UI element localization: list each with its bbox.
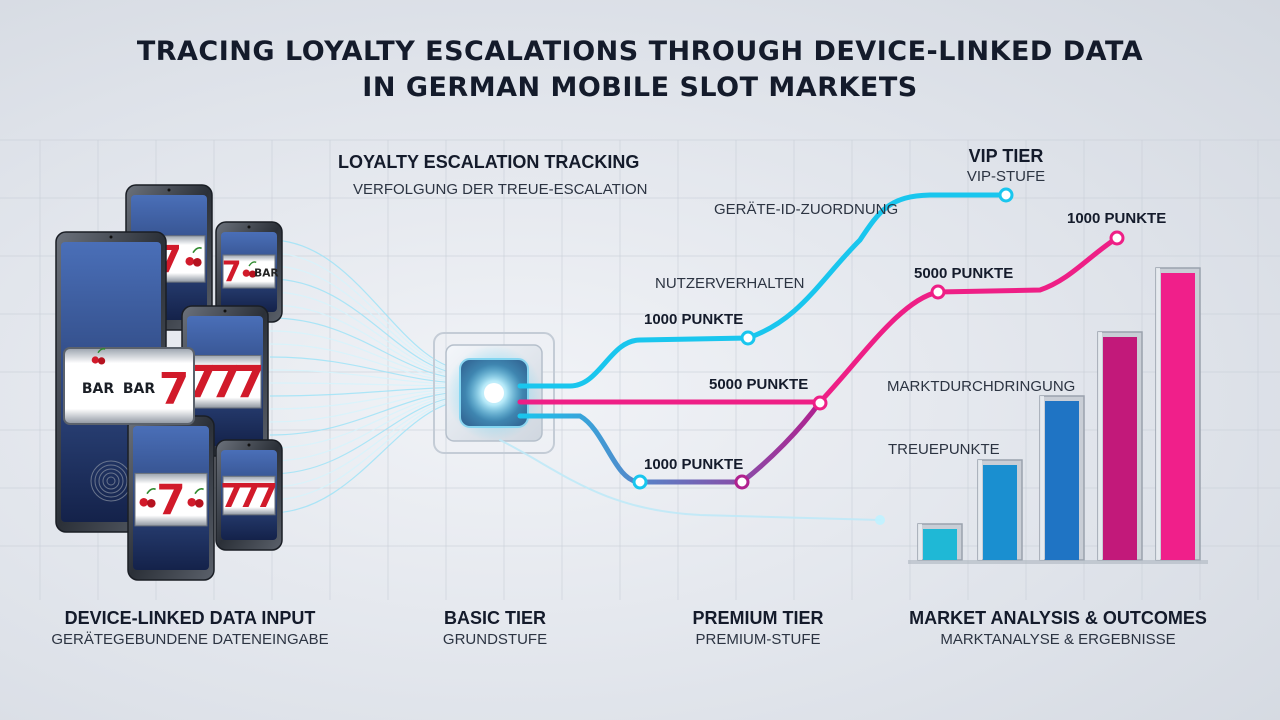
smartphone-icon: 7 BAR [222,254,278,289]
page-title-line-2: IN GERMAN MOBILE SLOT MARKETS [362,72,918,103]
smartphone-icon: 7 [134,472,208,527]
fiber-strand [269,252,471,373]
node-cyan-1000 [740,330,756,346]
seven-symbol: 7 [156,475,185,524]
label-lower-1000: 1000 PUNKTE [644,456,744,473]
phone-top-right: 7 BAR [215,221,283,323]
footer-premium-sub: PREMIUM-STUFE [695,631,821,648]
smartphone-icon [90,460,132,502]
vip-tier-subtitle: VIP-STUFE [966,168,1046,185]
footer-input-sub: GERÄTEGEBUNDENE DATENEINGABE [51,631,329,648]
fiber-strand [269,278,471,376]
market-bar [1039,395,1085,561]
fiber-strand [269,389,471,423]
seven-symbol: 7 [220,477,243,515]
market-bar-chart [908,267,1208,564]
fiber-strand [269,396,471,488]
center-header-title: LOYALTY ESCALATION TRACKING [338,152,640,172]
bar-symbol: BAR [254,267,278,279]
flow-lines [499,192,1120,525]
cherry-icon [91,348,106,365]
fiber-strand [269,395,471,475]
footer-input: DEVICE-LINKED DATA INPUT GERÄTEGEBUNDENE… [51,608,328,648]
market-bar [1097,331,1143,561]
node-vip [998,187,1014,203]
seven-symbol: 7 [255,477,278,515]
market-bar [917,523,963,561]
footer-basic: BASIC TIER GRUNDSTUFE [443,608,547,648]
node-magenta-1000-top [1109,230,1125,246]
processor-chip-icon [433,332,555,454]
node-lower-1000 [734,474,750,490]
node-magenta-5000-mid [812,395,828,411]
faint-flow-line [499,439,881,521]
footer-basic-sub: GRUNDSTUFE [442,631,548,648]
seven-symbol: 7 [159,364,190,415]
cherry-icon [185,247,202,267]
vip-tier-title: VIP TIER [968,146,1044,166]
page-title-line-1: TRACING LOYALTY ESCALATIONS THROUGH DEVI… [136,36,1144,67]
footer-input-main: DEVICE-LINKED DATA INPUT [64,608,316,628]
footer-market-sub: MARKTANALYSE & ERGEBNISSE [940,631,1176,648]
fiber-strand [269,317,471,380]
market-bar [977,459,1023,561]
fiber-strand [269,392,471,449]
fiber-strand [269,291,471,377]
fiber-strand [269,398,471,501]
fiber-strand [269,265,471,374]
footer-market-main: MARKET ANALYSIS & OUTCOMES [909,608,1207,628]
cyan-flow-line [517,192,1009,389]
fiber-strand [269,393,471,462]
data-fiber-streams [269,239,471,514]
phone-bottom-center: 7 [127,415,215,581]
label-market-penetration: MARKTDURCHDRINGUNG [887,378,1076,395]
label-magenta-1000-top: 1000 PUNKTE [1067,210,1167,227]
seven-symbol: 7 [238,477,261,515]
footer-premium-main: PREMIUM TIER [692,608,824,628]
label-user-behavior: NUTZERVERHALTEN [655,275,805,292]
label-magenta-5000-mid: 5000 PUNKTE [709,376,809,393]
phone-bottom-right: 777 [215,439,283,551]
bar-chart-baseline [908,560,1208,564]
seven-symbol: 7 [233,357,264,409]
fiber-strand [269,399,471,514]
label-magenta-5000-top: 5000 PUNKTE [914,265,1014,282]
page-title: TRACING LOYALTY ESCALATIONS THROUGH DEVI… [0,34,1280,106]
label-cyan-1000: 1000 PUNKTE [644,311,744,328]
seven-symbol: 7 [222,255,242,288]
phone-mid-right: 777 [181,305,269,457]
node-magenta-5000-top [930,284,946,300]
flow-nodes [632,187,1125,490]
footer-basic-main: BASIC TIER [443,608,547,628]
cherry-icon [187,488,204,508]
smartphone-icon: 777 [185,355,265,409]
footer-market: MARKET ANALYSIS & OUTCOMES MARKTANALYSE … [909,608,1207,648]
market-bar [1155,267,1201,561]
cherry-icon [139,488,156,508]
bar-symbol: BAR [82,381,115,397]
smartphone-icon: 777 [220,475,278,516]
node-lower-start [632,474,648,490]
center-header-subtitle: VERFOLGUNG DER TREUE-ESCALATION [353,181,648,198]
bar-symbol: BAR [123,381,156,397]
footer-premium: PREMIUM TIER PREMIUM-STUFE [692,608,823,648]
fiber-strand [269,304,471,379]
fiber-strand [269,239,471,372]
seven-symbol: 7 [209,357,240,409]
fingerprint-icon [90,460,132,502]
label-loyalty-points: TREUEPUNKTE [888,441,1000,458]
label-device-id: GERÄTE-ID-ZUORDNUNG [714,201,899,218]
cherry-icon [242,261,257,278]
